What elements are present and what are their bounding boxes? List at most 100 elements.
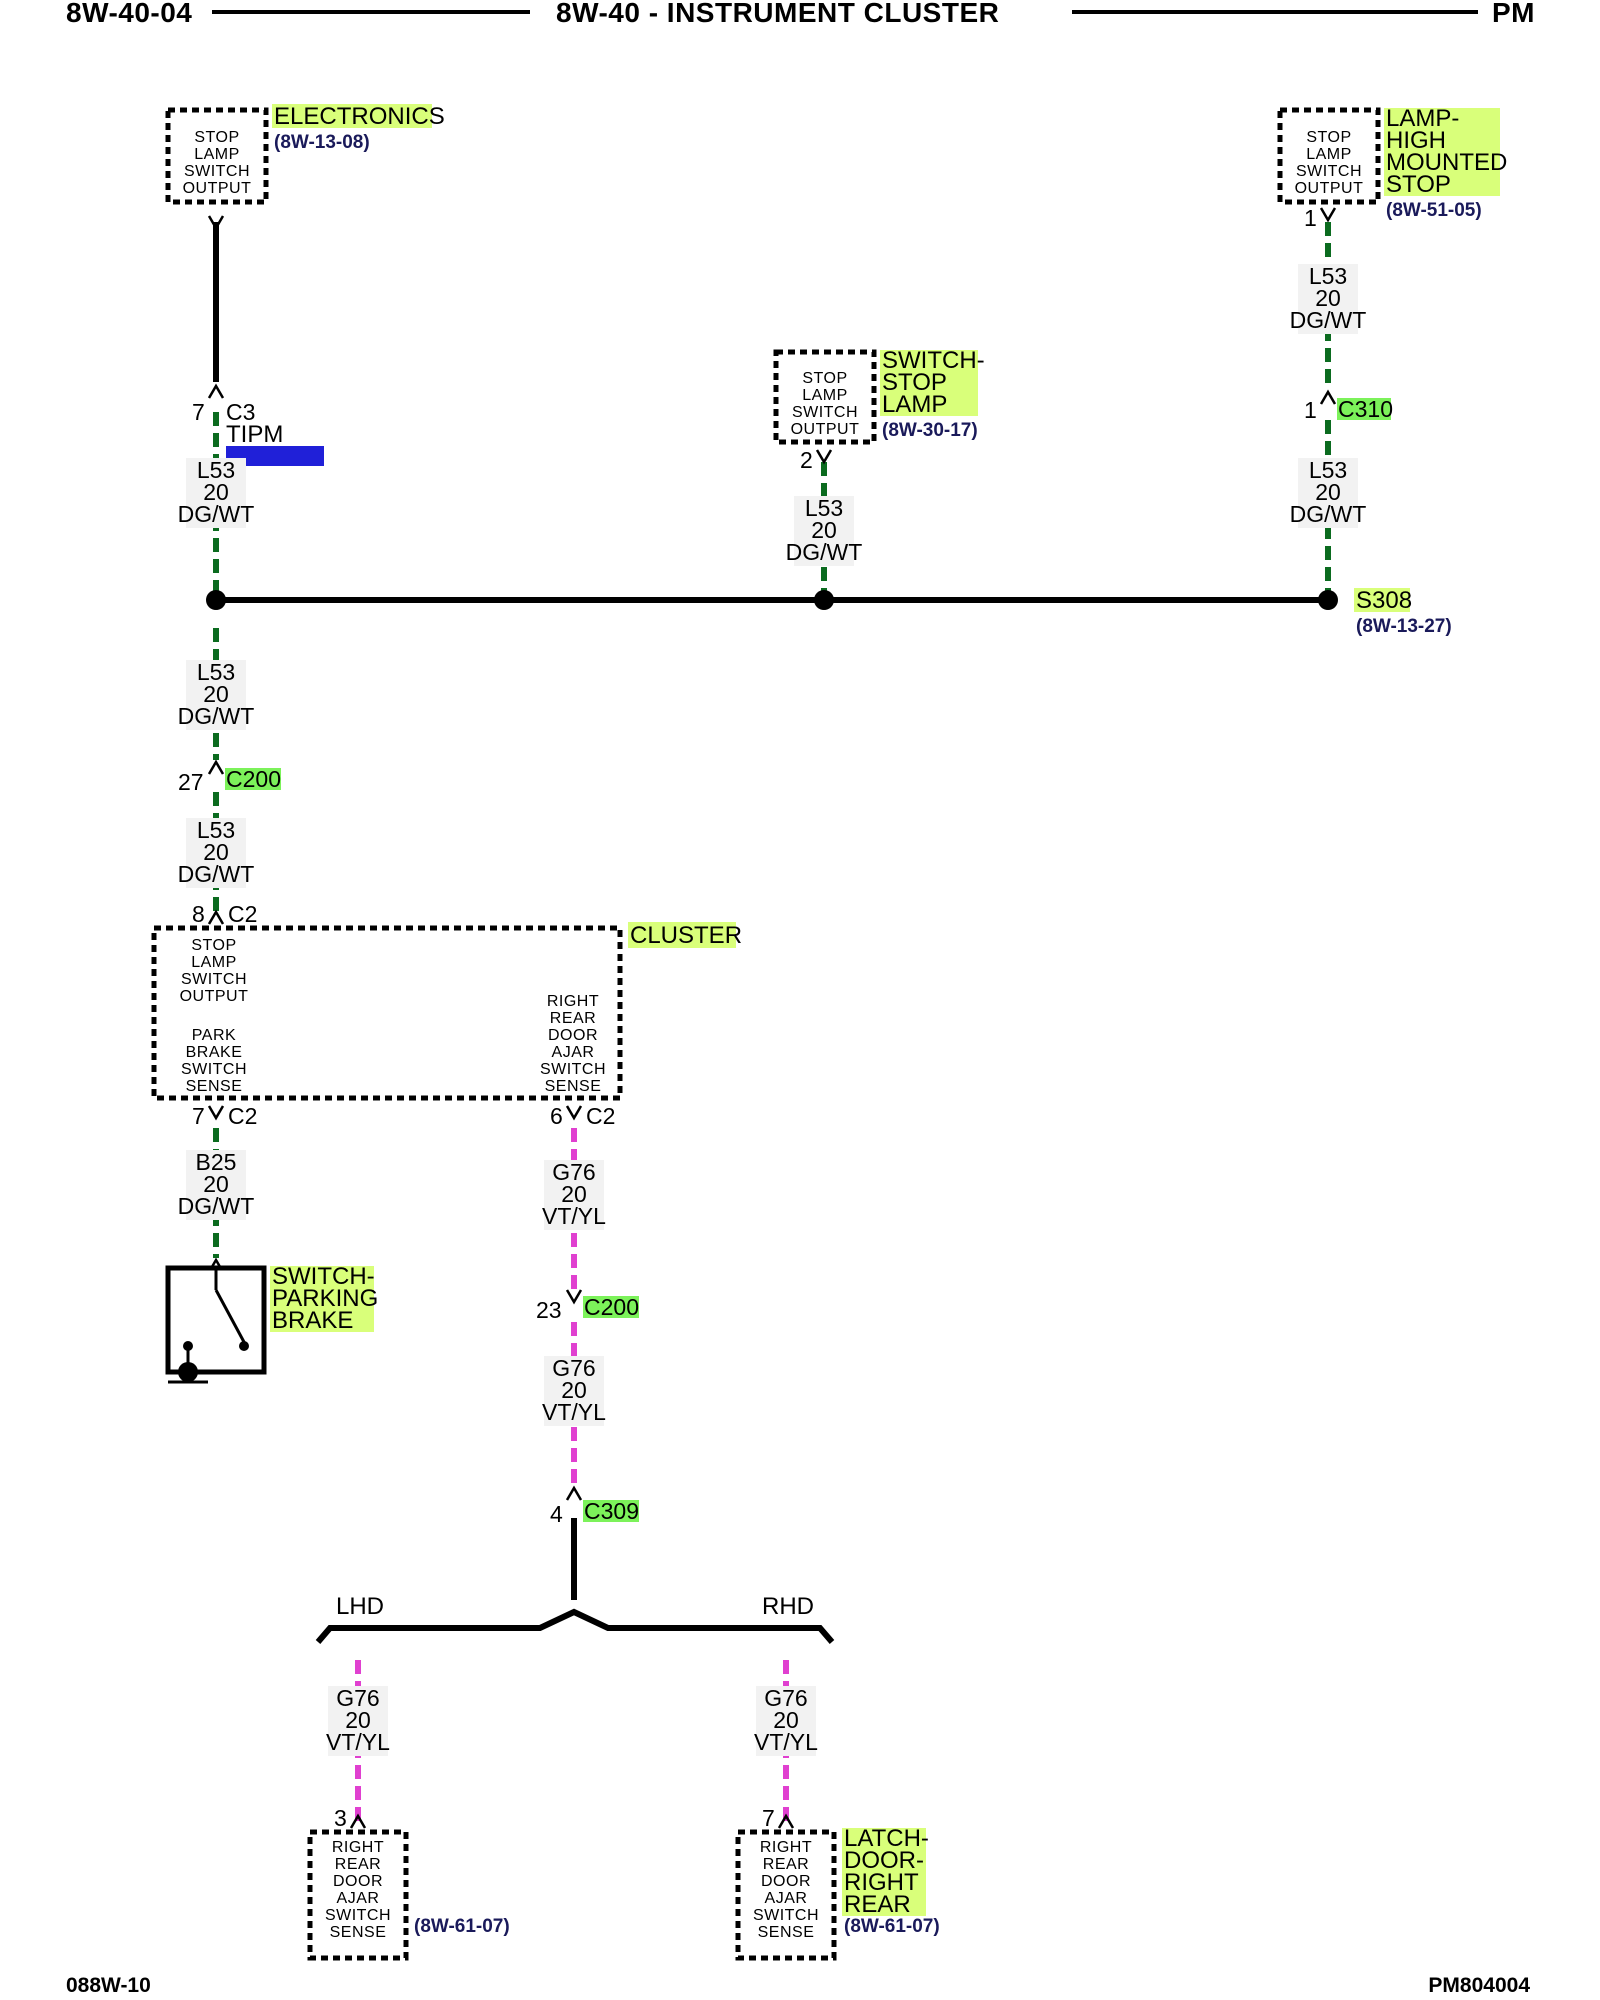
- connector-name: C2: [228, 1103, 257, 1129]
- box-line: SWITCH: [540, 1061, 606, 1078]
- wire-color: DG/WT: [1290, 501, 1367, 527]
- wire-label-w10: G76 20 VT/YL: [542, 1355, 606, 1426]
- tipm-label: TIPM: [226, 421, 283, 448]
- component-lhd-door-latch: 3 RIGHT REAR DOOR AJAR SWITCH SENSE (8W-…: [307, 1805, 510, 1961]
- box-line: REAR: [335, 1856, 381, 1873]
- wire-gauge: 20: [203, 1171, 229, 1197]
- box-line: OUTPUT: [183, 180, 252, 197]
- wire-label-w5: L53 20 DG/WT: [178, 659, 255, 730]
- circuit-id: L53: [1309, 457, 1347, 483]
- box-line: LAMP: [191, 954, 237, 971]
- pin-number: 2: [800, 447, 813, 473]
- box-line: SWITCH: [181, 1061, 247, 1078]
- wire-color: DG/WT: [178, 703, 255, 729]
- wire-color: DG/WT: [1290, 307, 1367, 333]
- component-name: CLUSTER: [630, 922, 742, 949]
- wire-gauge: 20: [1315, 285, 1341, 311]
- splice-name: S308: [1356, 587, 1412, 614]
- box-line: RIGHT: [332, 1839, 384, 1856]
- splice-s308: S308 (8W-13-27): [1354, 587, 1452, 637]
- box-line: SENSE: [186, 1078, 243, 1095]
- connector-name: C2: [586, 1103, 615, 1129]
- wire-labels: L53 20 DG/WT L53 20 DG/WT L53 20 DG/WT L…: [178, 263, 1367, 1756]
- footer-right-code: PM804004: [1428, 1974, 1530, 1997]
- component-electronics: STOP LAMP SWITCH OUTPUT ELECTRONICS (8W-…: [165, 103, 445, 231]
- pin-number: 8: [192, 901, 205, 927]
- wire-color: VT/YL: [754, 1729, 818, 1755]
- circuit-id: L53: [197, 659, 235, 685]
- wire-color: VT/YL: [326, 1729, 390, 1755]
- box-line: SENSE: [545, 1078, 602, 1095]
- component-latch-door-right-rear: 7 RIGHT REAR DOOR AJAR SWITCH SENSE LATC…: [735, 1805, 940, 1961]
- pin-number: 3: [334, 1805, 347, 1831]
- box-line: RIGHT: [760, 1839, 812, 1856]
- switch-contact-icon: [214, 1289, 246, 1343]
- box-line: AJAR: [552, 1044, 595, 1061]
- component-name: ELECTRONICS: [274, 103, 445, 130]
- connector-name: C309: [584, 1498, 639, 1524]
- box-line: OUTPUT: [791, 421, 860, 438]
- component-name-line: SWITCH-: [272, 1263, 375, 1290]
- component-name-line: LATCH-: [844, 1825, 929, 1852]
- box-line: SWITCH: [792, 404, 858, 421]
- box-line: STOP: [802, 370, 847, 387]
- box-line: SWITCH: [753, 1907, 819, 1924]
- wire-label-w12: G76 20 VT/YL: [754, 1685, 818, 1756]
- box-line: STOP: [1306, 129, 1351, 146]
- box-line: PARK: [192, 1027, 236, 1044]
- circuit-id: L53: [805, 495, 843, 521]
- component-ref: (8W-61-07): [844, 1916, 940, 1937]
- circuit-id: G76: [552, 1355, 595, 1381]
- box-line: AJAR: [337, 1890, 380, 1907]
- component-cluster: 8 C2 CLUSTER STOP LAMP SWITCH OUTPUT PAR…: [151, 901, 742, 1129]
- wire-color: VT/YL: [542, 1203, 606, 1229]
- wire-color: DG/WT: [178, 861, 255, 887]
- component-name-line: LAMP-: [1386, 105, 1459, 132]
- pin-number: 23: [536, 1297, 562, 1323]
- box-line: LAMP: [1306, 146, 1352, 163]
- splice-points: [206, 590, 1338, 610]
- component-switch-parking-brake: SWITCH- PARKING BRAKE: [165, 1257, 378, 1384]
- wire-gauge: 20: [773, 1707, 799, 1733]
- pin-number: 7: [762, 1805, 775, 1831]
- circuit-id: G76: [764, 1685, 807, 1711]
- component-name-line: STOP: [1386, 171, 1451, 198]
- connector-tipm-c3: 7 C3 TIPM: [192, 382, 324, 466]
- wire-label-w2: L53 20 DG/WT: [786, 495, 863, 566]
- splice-dot-right: [1318, 590, 1338, 610]
- box-line: SWITCH: [1296, 163, 1362, 180]
- splice-dot-middle: [814, 590, 834, 610]
- box-line: OUTPUT: [180, 988, 249, 1005]
- component-name-line: REAR: [844, 1891, 911, 1918]
- component-name-line: HIGH: [1386, 127, 1446, 154]
- component-ref: (8W-30-17): [882, 420, 978, 441]
- page-footer: 088W-10 PM804004: [66, 1974, 1530, 1997]
- circuit-id: B25: [196, 1149, 237, 1175]
- box-line: LAMP: [802, 387, 848, 404]
- wire-gauge: 20: [203, 681, 229, 707]
- box-line: STOP: [194, 129, 239, 146]
- box-line: SWITCH: [181, 971, 247, 988]
- component-name-line: DOOR-: [844, 1847, 924, 1874]
- pin-number: 27: [178, 769, 204, 795]
- box-line: STOP: [191, 937, 236, 954]
- connector-name: C200: [226, 766, 281, 792]
- splice-dot-left: [206, 590, 226, 610]
- component-name-line: LAMP: [882, 391, 947, 418]
- wire-label-w1: L53 20 DG/WT: [178, 457, 254, 528]
- redacted-ref: [226, 446, 324, 466]
- wire-label-w3: L53 20 DG/WT: [1290, 263, 1367, 334]
- wire-gauge: 20: [203, 479, 229, 505]
- branch-lhd-label: LHD: [336, 1593, 384, 1620]
- component-ref: (8W-51-05): [1386, 200, 1482, 221]
- connector-name: C3: [226, 399, 255, 425]
- connector-name: C310: [1338, 396, 1393, 422]
- box-line: SWITCH: [184, 163, 250, 180]
- component-ref: (8W-13-08): [274, 132, 370, 153]
- box-line: REAR: [763, 1856, 809, 1873]
- circuit-id: L53: [197, 457, 235, 483]
- wire-gauge: 20: [345, 1707, 371, 1733]
- circuit-id: L53: [1309, 263, 1347, 289]
- wire-color: DG/WT: [786, 539, 863, 565]
